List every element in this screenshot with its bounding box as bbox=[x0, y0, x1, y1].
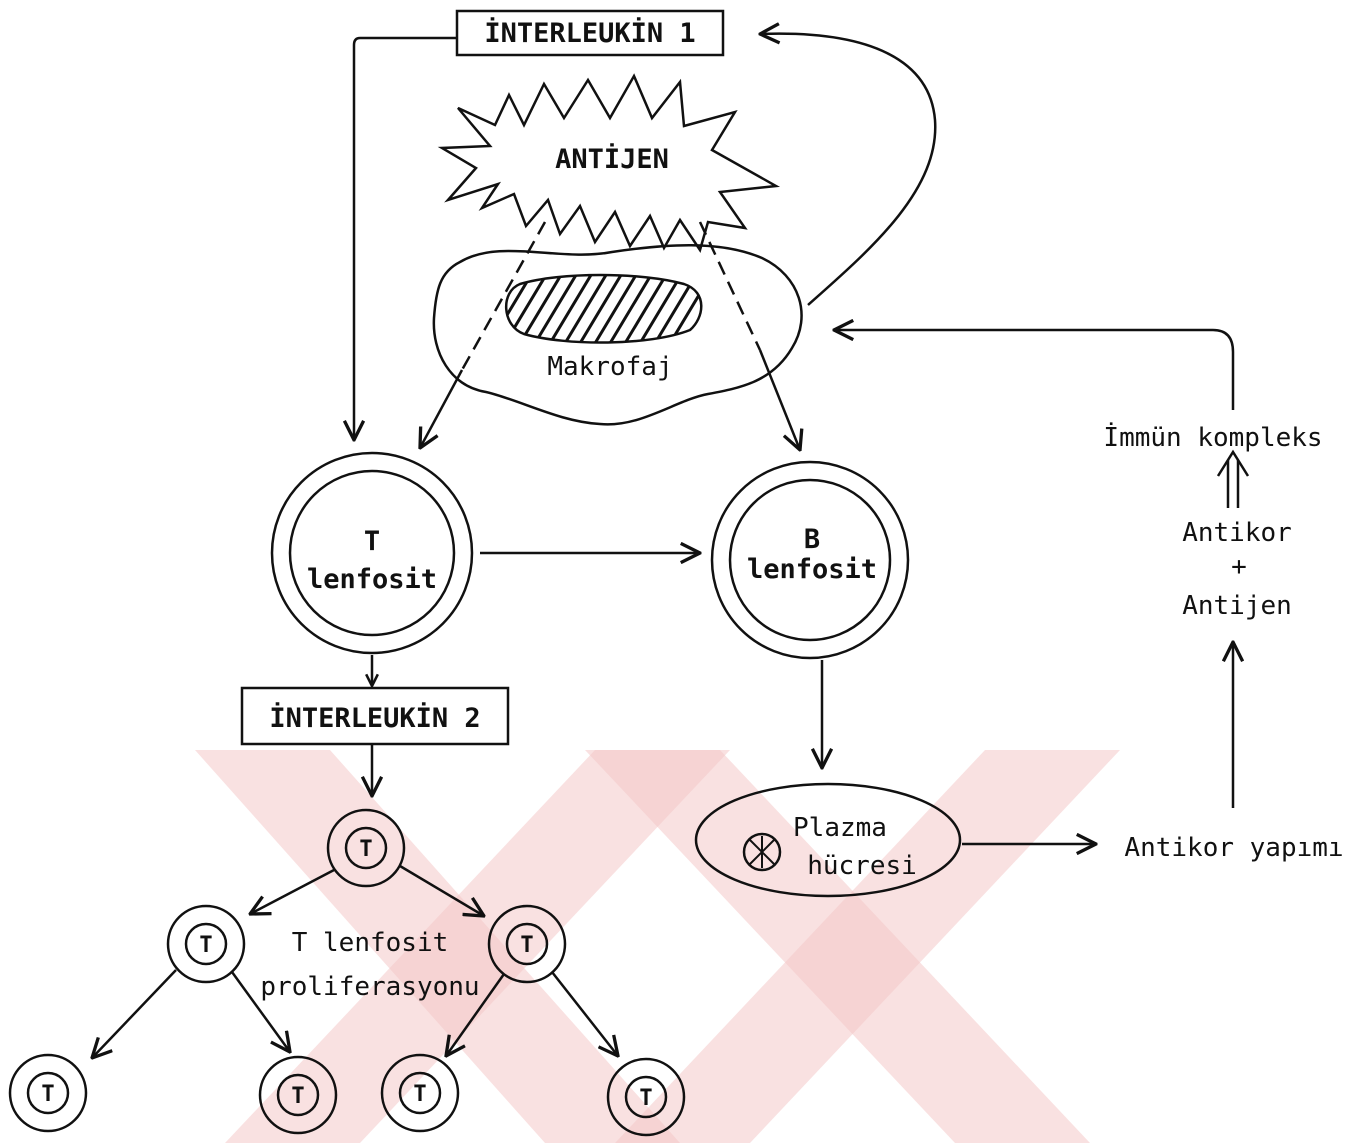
plasma-label-1: Plazma bbox=[793, 813, 887, 843]
t-lymphocyte: T lenfosit bbox=[272, 453, 472, 653]
antigen-path-right-dashed bbox=[700, 222, 760, 350]
proliferation-arrow bbox=[92, 970, 176, 1058]
plasma-label-2: hücresi bbox=[807, 851, 917, 881]
antigen-lower-label: Antijen bbox=[1182, 591, 1292, 621]
proliferation-label-1: T lenfosit bbox=[292, 928, 449, 958]
antibody-label: Antikor bbox=[1182, 518, 1292, 548]
macrophage-label: Makrofaj bbox=[547, 352, 672, 382]
plus-label: + bbox=[1231, 552, 1247, 582]
immune-complex-label: İmmün kompleks bbox=[1103, 421, 1322, 453]
t-cell-mark: T bbox=[639, 1086, 652, 1111]
antibody-production-label: Antikor yapımı bbox=[1124, 833, 1343, 863]
t-cell-mark: T bbox=[199, 933, 212, 958]
il1-to-t-cell-arrow bbox=[354, 38, 457, 440]
t-cell-mark: T bbox=[413, 1082, 426, 1107]
t-cell-small: T bbox=[10, 1055, 86, 1131]
t-cell-label-2: lenfosit bbox=[307, 564, 437, 595]
proliferation-arrow bbox=[250, 870, 334, 914]
macrophage-body bbox=[434, 245, 802, 424]
t-cell-label-1: T bbox=[364, 526, 380, 557]
b-cell-label-1: B bbox=[804, 524, 820, 555]
t-cell-mark: T bbox=[359, 837, 372, 862]
t-cell-small: T bbox=[168, 906, 244, 982]
t-cell-mark: T bbox=[520, 933, 533, 958]
complex-to-macrophage-arrow bbox=[834, 330, 1233, 410]
interleukin-2-box: İNTERLEUKİN 2 bbox=[242, 688, 508, 744]
macrophage-nucleus bbox=[480, 260, 735, 360]
interleukin-1-label: İNTERLEUKİN 1 bbox=[484, 17, 695, 49]
double-arrow-up bbox=[1218, 452, 1248, 508]
b-cell-label-2: lenfosit bbox=[747, 554, 877, 585]
proliferation-label-2: proliferasyonu bbox=[260, 972, 479, 1002]
macrophage-to-il1-arrow bbox=[760, 34, 935, 305]
macrophage-to-t-cell-arrow bbox=[420, 370, 462, 448]
interleukin-2-label: İNTERLEUKİN 2 bbox=[269, 702, 480, 734]
t-cell-mark: T bbox=[291, 1084, 304, 1109]
interleukin-1-box: İNTERLEUKİN 1 bbox=[457, 11, 723, 55]
t-cell-mark: T bbox=[41, 1082, 54, 1107]
b-lymphocyte: B lenfosit bbox=[712, 462, 908, 658]
antigen-label: ANTİJEN bbox=[555, 143, 669, 175]
